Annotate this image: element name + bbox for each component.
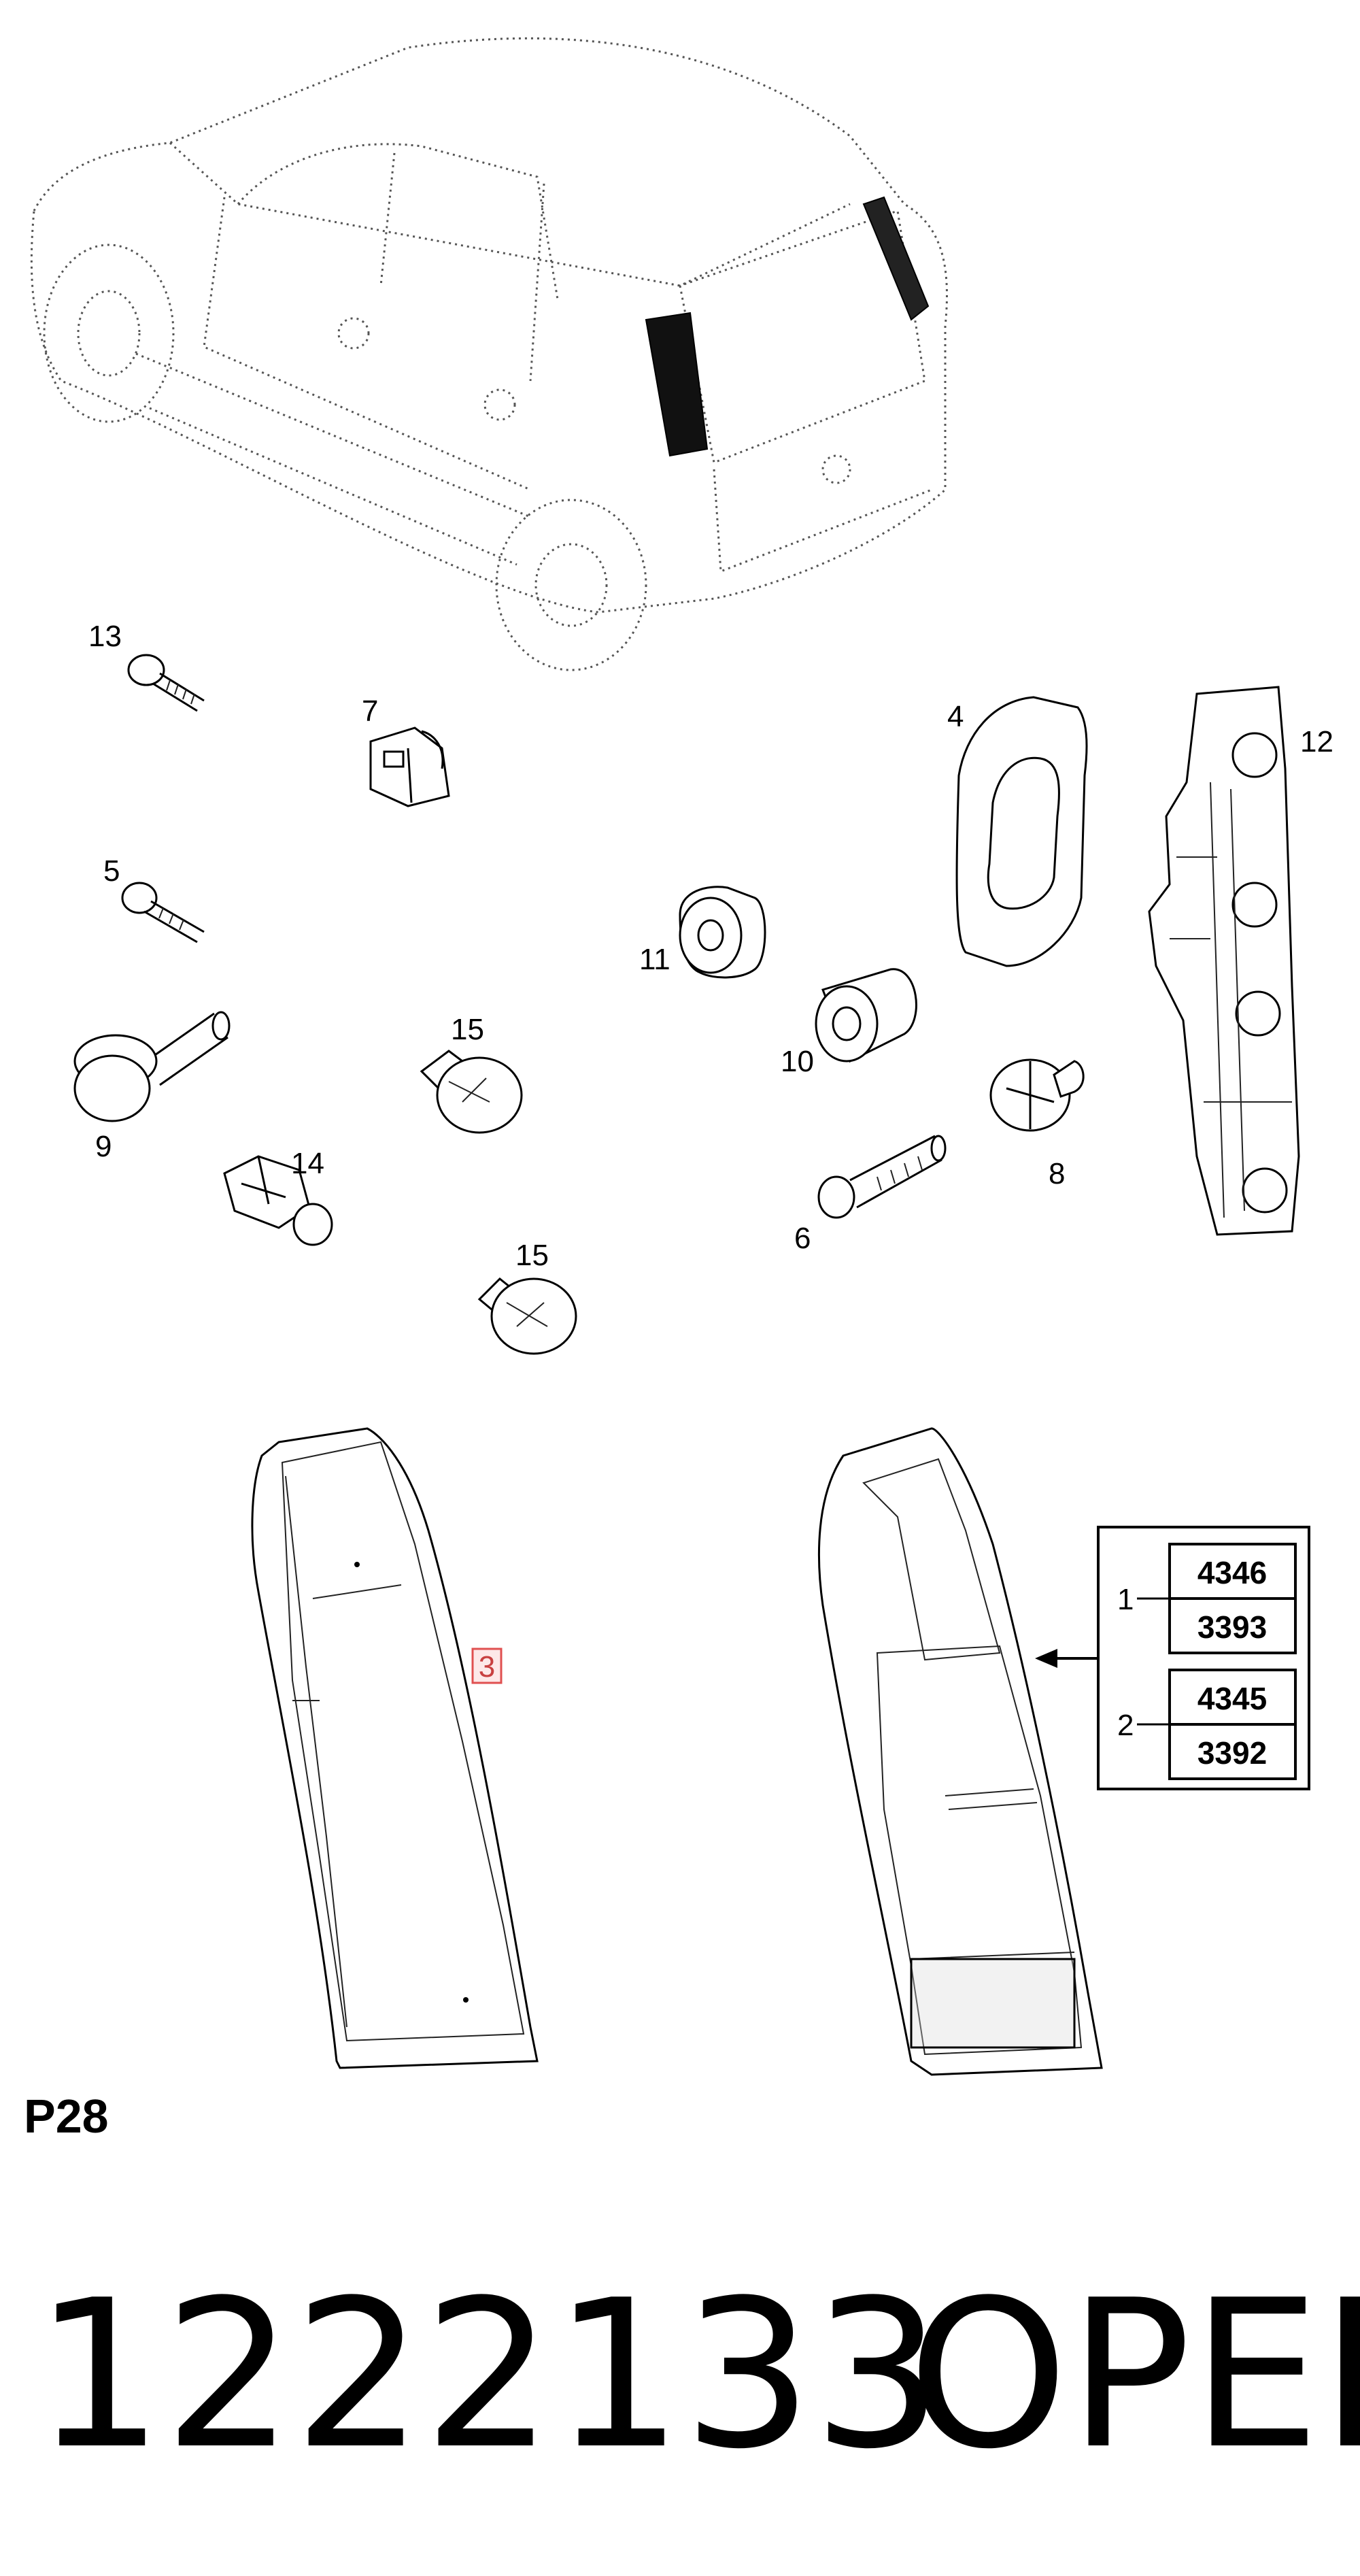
callout-11: 11 — [639, 943, 670, 976]
part-7-clip — [369, 726, 450, 807]
tail-lamp-right — [817, 1427, 1103, 2076]
variant-label-2: 2 — [1117, 1709, 1134, 1742]
variant-1-code-b: 3393 — [1197, 1609, 1267, 1645]
callout-5: 5 — [103, 854, 120, 888]
callout-10: 10 — [781, 1045, 814, 1078]
part-15-bulb-a — [420, 1050, 523, 1134]
tail-lamp-left — [251, 1427, 539, 2069]
part-number: 1222133 — [34, 2256, 942, 2494]
part-6-screw — [817, 1135, 947, 1219]
callout-12: 12 — [1300, 725, 1333, 758]
callout-7: 7 — [362, 695, 378, 728]
part-14-socket — [223, 1155, 333, 1246]
variant-label-1: 1 — [1117, 1583, 1134, 1616]
callout-14: 14 — [291, 1147, 324, 1180]
variant-arrow — [1035, 1649, 1098, 1668]
brand-name: OPEL — [908, 2256, 1360, 2494]
callout-8: 8 — [1049, 1157, 1065, 1190]
part-12-bulb-holder — [1148, 686, 1300, 1236]
part-13-screw — [127, 654, 205, 712]
part-8-retainer — [989, 1058, 1085, 1132]
part-9-bolt — [73, 1011, 231, 1122]
part-10-plug — [815, 968, 917, 1063]
variant-1-code-a: 4346 — [1197, 1555, 1267, 1590]
callout-3: 3 — [479, 1650, 495, 1684]
variant-2-code-a: 4345 — [1197, 1681, 1267, 1716]
page-code: P28 — [24, 2090, 109, 2143]
callout-9: 9 — [95, 1130, 112, 1163]
callout-4: 4 — [947, 700, 964, 733]
part-4-gasket — [955, 696, 1088, 967]
callout-3-highlight-box — [471, 1647, 503, 1684]
part-15-bulb-b — [477, 1277, 577, 1355]
variant-2-code-b: 3392 — [1197, 1735, 1267, 1771]
callout-15-b: 15 — [515, 1239, 549, 1272]
part-5-screw — [121, 882, 205, 943]
part-11-grommet — [679, 886, 766, 979]
variant-table: 1 2 4346 3393 4345 3392 — [1097, 1526, 1310, 1790]
vehicle-illustration — [30, 37, 948, 671]
callout-6: 6 — [794, 1222, 811, 1255]
callout-13: 13 — [88, 620, 122, 653]
callout-15-a: 15 — [451, 1013, 484, 1046]
